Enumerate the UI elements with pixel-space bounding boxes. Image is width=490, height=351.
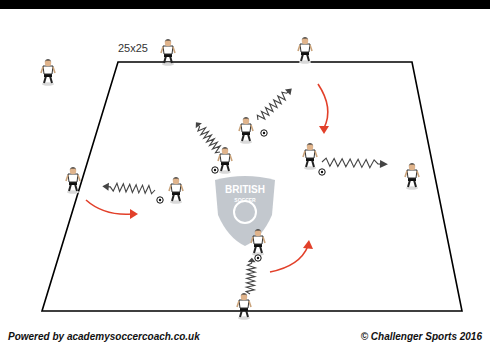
- copyright-text: © Challenger Sports 2016: [361, 331, 482, 342]
- area-size: 25x25: [118, 42, 148, 54]
- pitch-area: [42, 62, 462, 311]
- watermark-text: SOCCER: [234, 197, 255, 203]
- watermark-shield: [215, 176, 275, 246]
- players: [41, 37, 419, 320]
- top-bar: [0, 0, 490, 9]
- dribble-arrows: [102, 86, 388, 295]
- run-arrows: [86, 84, 329, 272]
- credit-text: Powered by academysoccercoach.co.uk: [8, 331, 200, 342]
- balls: [157, 130, 325, 261]
- watermark-text: BRITISH: [225, 184, 265, 195]
